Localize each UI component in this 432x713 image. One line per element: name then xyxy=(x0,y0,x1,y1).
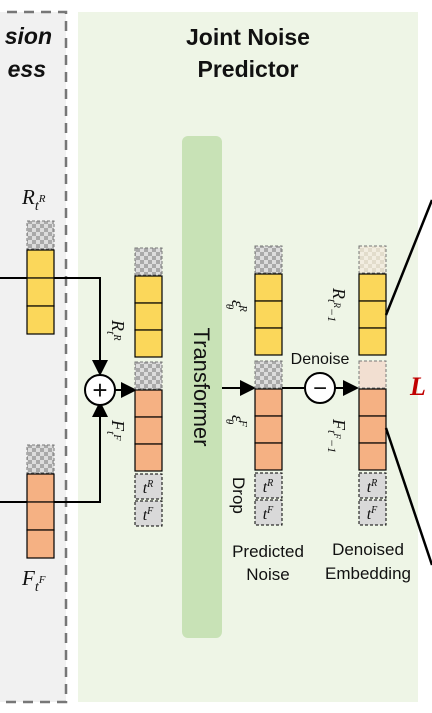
noise-token xyxy=(254,245,283,274)
t-f-token-label: tF xyxy=(367,505,378,523)
loss-symbol: L xyxy=(409,372,426,401)
noise-token xyxy=(134,361,163,390)
left-panel-title-2: ess xyxy=(8,56,46,82)
denoised-embedding-label-2: Embedding xyxy=(325,564,411,583)
transformer-block xyxy=(182,136,222,638)
r-token xyxy=(254,327,283,356)
r-token xyxy=(134,302,163,331)
f-token xyxy=(134,443,163,472)
t-r-token xyxy=(358,472,387,499)
predicted-noise-label-2: Noise xyxy=(246,565,289,584)
r-token xyxy=(26,305,55,335)
left-panel-title-1: sion xyxy=(5,23,52,49)
f-token xyxy=(254,388,283,417)
drop-label: Drop xyxy=(229,477,248,514)
r-to-plus-arrow xyxy=(54,277,108,376)
noise-token xyxy=(254,360,283,389)
t-f-token xyxy=(358,499,387,526)
f-out-line xyxy=(384,427,432,566)
f-token xyxy=(358,388,387,417)
f-token xyxy=(254,442,283,471)
f-t-rotated-label: FtF xyxy=(104,419,128,441)
plus-sign: + xyxy=(92,375,107,405)
r-out-line xyxy=(384,199,432,316)
f-token xyxy=(26,501,55,531)
eps-r-label: εRθ xyxy=(223,300,249,312)
t-r-token-label: tR xyxy=(367,478,378,496)
predictor-title-2: Predictor xyxy=(198,56,299,82)
r-t-label: RtR xyxy=(21,185,46,214)
r-token xyxy=(26,249,55,279)
denoised-embedding-stack xyxy=(358,245,387,526)
minus-sign: − xyxy=(313,375,327,402)
t-r-token-label: tR xyxy=(143,479,154,497)
r-token xyxy=(358,300,387,329)
noise-token xyxy=(26,444,55,474)
predicted-noise-stack xyxy=(254,245,283,526)
f-to-plus-arrow xyxy=(54,401,108,503)
r-token xyxy=(134,275,163,304)
transformer-label: Transformer xyxy=(189,328,214,447)
f-token xyxy=(134,416,163,445)
t-f-token-label: tF xyxy=(143,506,154,524)
input-f-stack xyxy=(26,444,55,559)
r-token xyxy=(26,277,55,307)
r-denoised-label: RtR−1 xyxy=(325,287,349,322)
f-denoised-label: FtF−1 xyxy=(325,418,349,453)
noise-token xyxy=(26,220,55,250)
input-r-stack xyxy=(26,220,55,335)
t-f-token xyxy=(254,499,283,526)
t-r-token xyxy=(134,473,163,500)
faded-noise-token xyxy=(358,360,387,389)
joint-noise-predictor-panel xyxy=(78,12,418,702)
f-t-label: FtF xyxy=(21,566,46,595)
f-token xyxy=(358,415,387,444)
f-token xyxy=(26,473,55,503)
noise-token xyxy=(134,247,163,276)
f-token xyxy=(254,415,283,444)
f-token xyxy=(358,442,387,471)
r-token xyxy=(358,273,387,302)
r-token xyxy=(358,327,387,356)
t-r-token-label: tR xyxy=(263,478,274,496)
t-f-token-label: tF xyxy=(263,505,274,523)
combined-input-stack xyxy=(134,247,163,527)
f-token xyxy=(134,389,163,418)
predictor-title-1: Joint Noise xyxy=(186,24,310,50)
r-token xyxy=(254,273,283,302)
denoise-label: Denoise xyxy=(291,351,350,368)
denoised-embedding-label-1: Denoised xyxy=(332,540,404,559)
faded-noise-token xyxy=(358,245,387,274)
predicted-noise-label-1: Predicted xyxy=(232,542,304,561)
r-t-rotated-label: RtR xyxy=(104,319,128,340)
r-token xyxy=(254,300,283,329)
f-token xyxy=(26,529,55,559)
t-r-token xyxy=(254,472,283,499)
r-token xyxy=(134,329,163,358)
t-f-token xyxy=(134,500,163,527)
diffusion-process-panel xyxy=(0,10,68,704)
eps-f-label: εFθ xyxy=(223,415,249,427)
